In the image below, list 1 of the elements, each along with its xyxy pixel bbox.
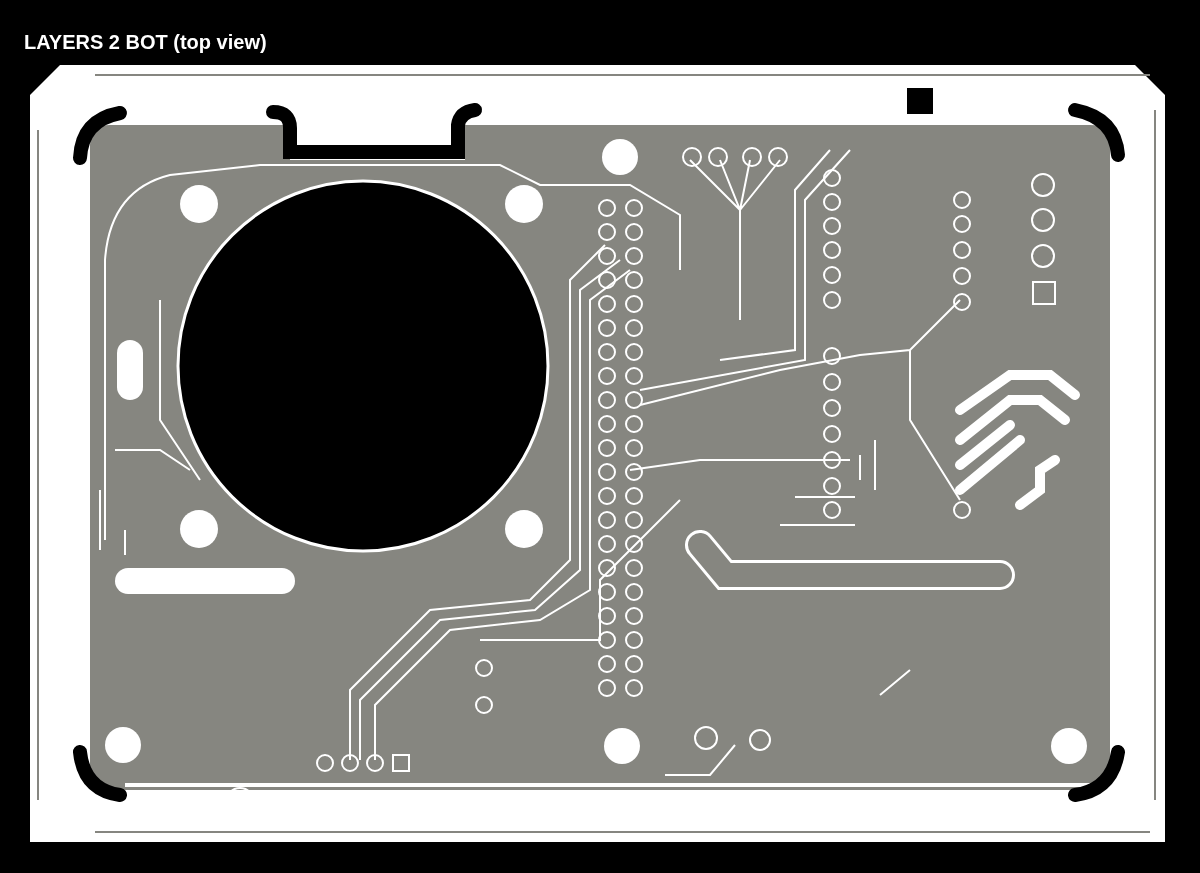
title: LAYERS 2 BOT (top view) <box>24 31 267 54</box>
